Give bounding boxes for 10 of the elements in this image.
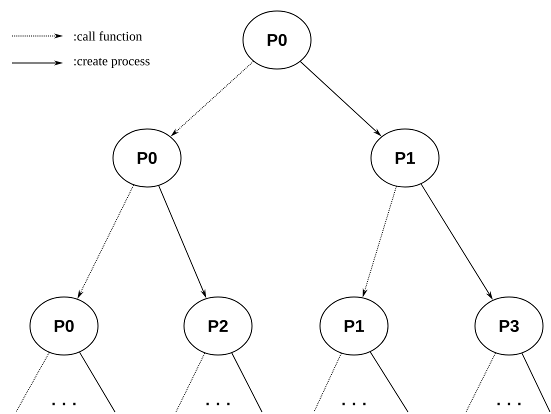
line [16, 352, 50, 412]
legend-text: :create process [74, 58, 150, 68]
line [466, 352, 496, 412]
line [522, 352, 550, 412]
line [314, 352, 342, 412]
line [79, 352, 116, 412]
line [176, 352, 206, 412]
legend-text: :call function [74, 31, 142, 41]
line [370, 352, 408, 412]
line [231, 352, 262, 412]
